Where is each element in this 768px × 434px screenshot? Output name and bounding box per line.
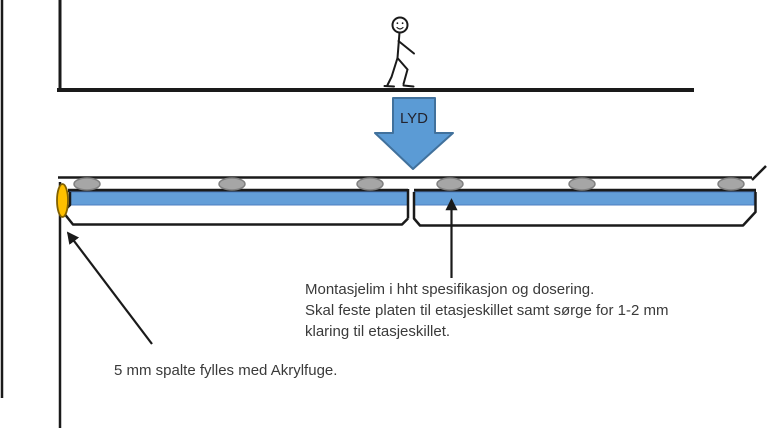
- glue-annotation: Montasjelim i hht spesifikasjon og doser…: [305, 281, 669, 340]
- slab-underside-line: [58, 165, 767, 181]
- glue-dabs: [73, 177, 745, 191]
- upper-floor-structure: [57, 0, 694, 92]
- glue-dab-icon: [356, 177, 384, 191]
- pointer-arrow-gap: [66, 231, 153, 345]
- gap-annotation: 5 mm spalte fylles med Akrylfuge.: [114, 362, 338, 379]
- glue-dab-icon: [568, 177, 596, 191]
- ceiling-panel-left: [61, 188, 409, 226]
- walking-person-icon: [383, 16, 415, 88]
- acrylic-sealant-icon: [56, 183, 69, 218]
- glue-dab-icon: [436, 177, 464, 191]
- sound-arrow-icon: [374, 97, 454, 170]
- glue-dab-icon: [73, 177, 101, 191]
- sound-arrow-label: LYD: [399, 110, 429, 127]
- glue-dab-icon: [218, 177, 246, 191]
- ceiling-panel-right: [406, 188, 757, 227]
- glue-dab-icon: [717, 177, 745, 191]
